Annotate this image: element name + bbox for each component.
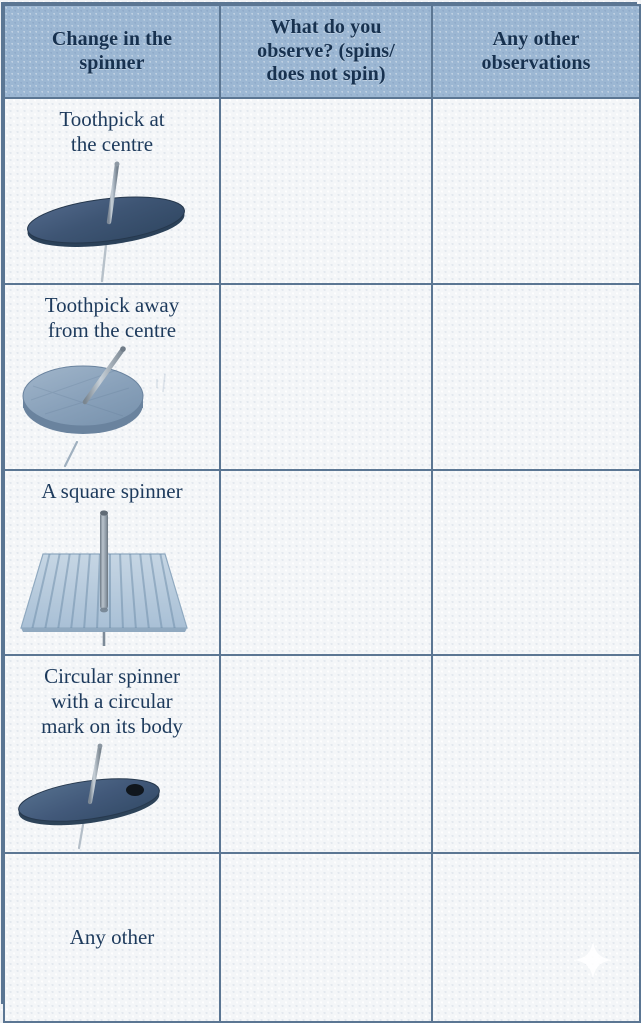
- row-label-line: Toothpick away: [44, 292, 180, 317]
- row-label-line: Circular spinner: [44, 663, 180, 688]
- row-label-cell-toothpick-offcentre: Toothpick away from the centre: [3, 282, 221, 471]
- table-row: Toothpick away from the centre: [3, 282, 641, 471]
- header-row: Change in the spinner What do you observ…: [3, 4, 641, 99]
- observation-cell-spins[interactable]: [219, 282, 433, 471]
- row-label-cell-toothpick-centre: Toothpick at the centre: [3, 97, 221, 285]
- row-label-line: Toothpick at: [59, 107, 165, 131]
- observation-cell-other[interactable]: [431, 468, 641, 656]
- table-row: Circular spinner with a circular mark on…: [3, 653, 641, 854]
- figure-disc-with-mark: [5, 740, 219, 852]
- observation-table: Change in the spinner What do you observ…: [3, 4, 641, 1023]
- figure-square-spinner: [5, 504, 219, 652]
- table-row: A square spinner: [3, 468, 641, 656]
- header-line: Change in the: [51, 27, 173, 50]
- observation-cell-other[interactable]: [431, 97, 641, 285]
- row-label: A square spinner: [5, 471, 219, 504]
- row-label: Circular spinner with a circular mark on…: [5, 656, 219, 740]
- table-row: Any other: [3, 851, 641, 1023]
- observation-cell-other[interactable]: [431, 653, 641, 854]
- header-line: observations: [481, 51, 591, 74]
- column-header-change-in-spinner: Change in the spinner: [3, 4, 221, 99]
- table-body: Toothpick at the centre: [3, 97, 641, 1023]
- row-label-cell-any-other: Any other: [3, 851, 221, 1023]
- observation-cell-spins[interactable]: [219, 468, 433, 656]
- row-label-line: with a circular: [51, 689, 173, 714]
- row-label-cell-disc-with-mark: Circular spinner with a circular mark on…: [3, 653, 221, 854]
- header-line: What do you: [270, 16, 382, 39]
- row-label-line: A square spinner: [41, 478, 183, 503]
- row-label-line: the centre: [70, 132, 154, 157]
- column-header-what-do-you-observe: What do you observe? (spins/ does not sp…: [219, 4, 433, 99]
- header-line: observe? (spins/: [257, 39, 395, 62]
- row-label: Toothpick at the centre: [5, 99, 219, 158]
- figure-disc-toothpick-centre: [5, 158, 219, 283]
- table-row: Toothpick at the centre: [3, 97, 641, 285]
- row-label-line: Any other: [69, 924, 155, 949]
- row-label-line: mark on its body: [41, 714, 183, 739]
- column-header-any-other-observations: Any other observations: [431, 4, 641, 99]
- row-label-cell-square-spinner: A square spinner: [3, 468, 221, 656]
- observation-cell-spins[interactable]: [219, 851, 433, 1023]
- circular-mark: [126, 783, 144, 796]
- header-line: Any other: [492, 27, 580, 50]
- header-line: spinner: [79, 51, 145, 74]
- header-line: does not spin): [266, 63, 386, 86]
- row-label: Any other: [5, 854, 219, 1021]
- observation-cell-spins[interactable]: [219, 97, 433, 285]
- table-header: Change in the spinner What do you observ…: [3, 4, 641, 99]
- observation-cell-other[interactable]: [431, 282, 641, 471]
- row-label-line: from the centre: [47, 318, 177, 343]
- row-label: Toothpick away from the centre: [5, 285, 219, 344]
- figure-disc-toothpick-offcentre: [5, 344, 219, 469]
- observation-cell-other[interactable]: [431, 851, 641, 1023]
- observation-cell-spins[interactable]: [219, 653, 433, 854]
